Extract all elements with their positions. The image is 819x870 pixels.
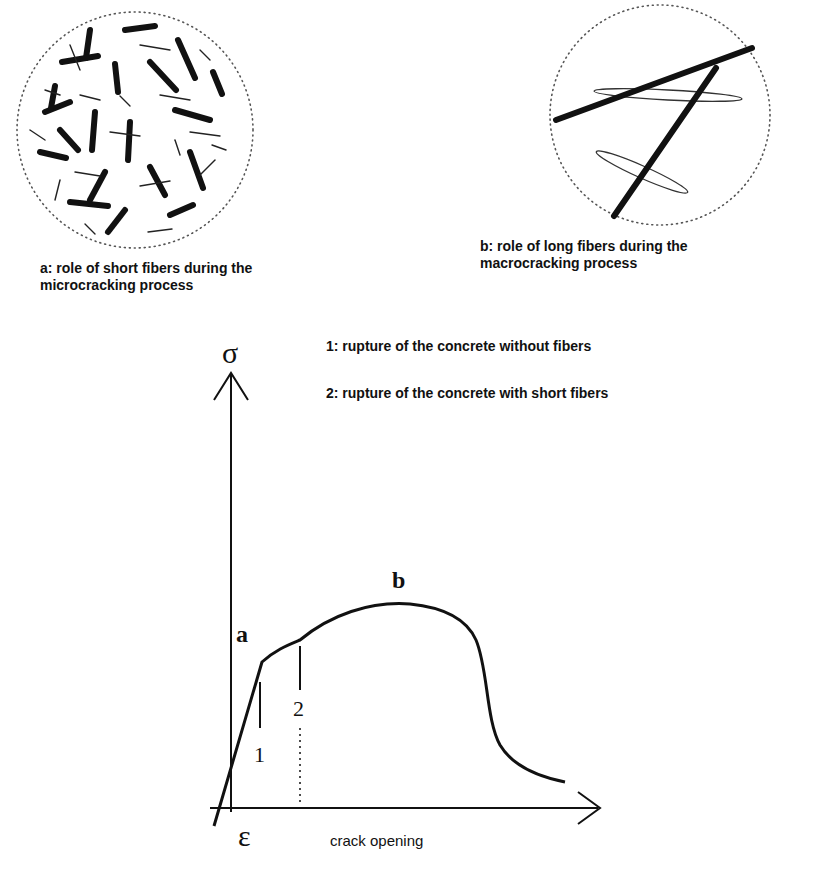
axis-title: crack opening: [330, 832, 423, 850]
callout-number: 2: [293, 696, 304, 722]
rupture-tick: [259, 682, 261, 728]
point-label: a: [236, 620, 248, 649]
legend-note: 1: rupture of the concrete without fiber…: [326, 338, 591, 355]
region-circle: [17, 12, 253, 248]
stress-curve: [214, 604, 565, 826]
legend-note: 2: rupture of the concrete with short fi…: [326, 385, 608, 402]
callout-number: 1: [254, 742, 265, 768]
axis-symbol: σ: [222, 335, 238, 371]
figure-caption: b: role of long fibers during the macroc…: [480, 238, 770, 272]
short-fibers: [40, 26, 222, 232]
point-label: b: [392, 566, 405, 595]
micro-fibers: [30, 45, 226, 234]
region-circle: [550, 5, 770, 225]
long-fibers: [556, 48, 752, 216]
dotted-marker: [299, 728, 301, 806]
rupture-tick: [299, 646, 301, 690]
axes: [210, 373, 600, 824]
axis-symbol: ε: [238, 818, 251, 854]
figure-caption: a: role of short fibers during the micro…: [40, 260, 325, 294]
